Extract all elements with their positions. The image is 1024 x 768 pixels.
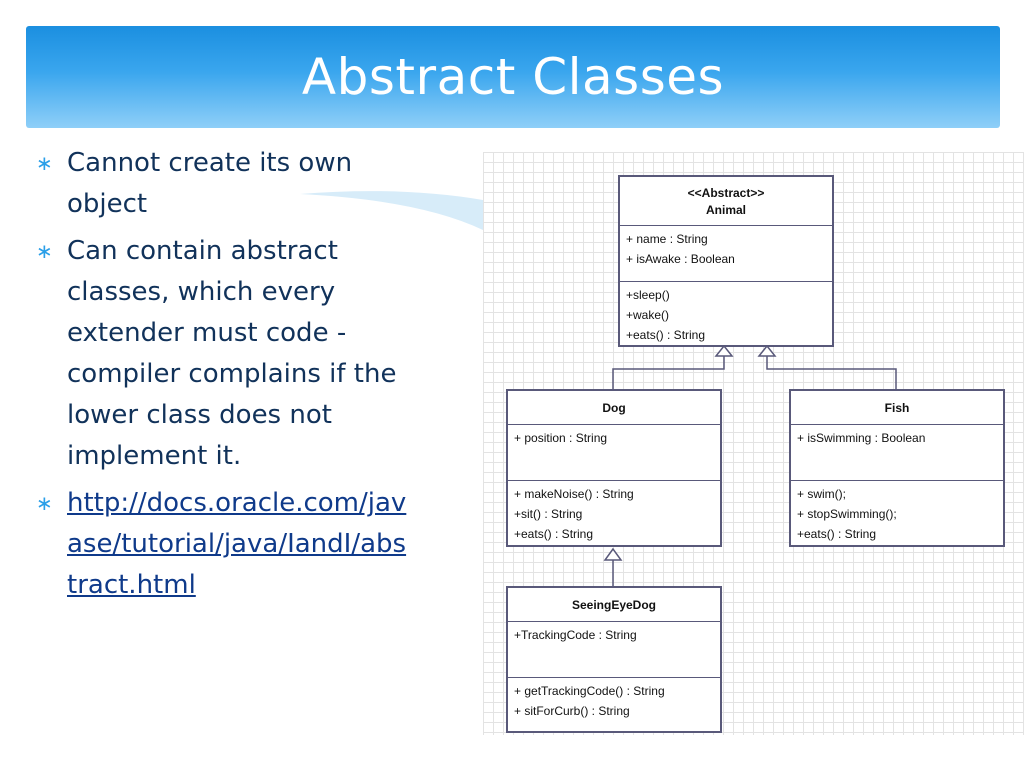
class-methods: + getTrackingCode() : String + sitForCur… [508,678,720,724]
class-methods: +sleep() +wake() +eats() : String [620,282,832,348]
class-name: Animal [705,202,746,217]
inheritance-connectors [603,344,897,587]
bullet-item: ∗ Cannot create its own object [34,143,414,225]
decorative-swoosh [300,191,483,230]
oracle-docs-link[interactable]: http://docs.oracle.com/javase/tutorial/j… [67,488,407,600]
method: +eats() : String [797,527,877,541]
class-attributes: + name : String + isAwake : Boolean [620,226,832,282]
uml-class-fish: Fish + isSwimming : Boolean + swim(); + … [789,389,1005,547]
asterisk-bullet-icon: ∗ [36,491,53,515]
bullet-text: Cannot create its own object [67,148,353,219]
class-name: SeeingEyeDog [571,597,657,612]
attribute: + name : String [626,232,708,246]
class-stereotype: <<Abstract>> [687,185,765,200]
attribute: +TrackingCode : String [514,628,637,642]
method: + makeNoise() : String [514,487,634,501]
class-header: Fish [791,391,1003,425]
method: +sleep() [626,288,670,302]
title-bar: Abstract Classes [26,26,1000,128]
bullet-item: ∗ Can contain abstract classes, which ev… [34,231,414,477]
inherit-arrow-icon [757,344,777,357]
method: + stopSwimming(); [797,507,897,521]
class-name: Dog [602,400,626,415]
class-methods: + makeNoise() : String +sit() : String +… [508,481,720,547]
class-methods: + swim(); + stopSwimming(); +eats() : St… [791,481,1003,547]
method: +wake() [626,308,670,322]
attribute: + isSwimming : Boolean [797,431,926,445]
slide-title: Abstract Classes [301,48,725,106]
uml-class-animal: <<Abstract>> Animal + name : String + is… [618,175,834,347]
method: +sit() : String [514,507,583,521]
method: +eats() : String [626,328,706,342]
method: + swim(); [797,487,846,501]
attribute: + position : String [514,431,608,445]
bullet-item: ∗ http://docs.oracle.com/javase/tutorial… [34,483,414,606]
inherit-arrow-icon [603,547,623,561]
class-header: <<Abstract>> Animal [620,177,832,226]
bullet-list: ∗ Cannot create its own object ∗ Can con… [34,143,414,612]
class-header: SeeingEyeDog [508,588,720,622]
class-name: Fish [884,400,910,415]
bullet-text: Can contain abstract classes, which ever… [67,236,397,471]
class-attributes: + isSwimming : Boolean [791,425,1003,481]
method: + sitForCurb() : String [514,704,630,718]
method: +eats() : String [514,527,594,541]
class-attributes: + position : String [508,425,720,481]
asterisk-bullet-icon: ∗ [36,151,53,175]
class-header: Dog [508,391,720,425]
class-attributes: +TrackingCode : String [508,622,720,678]
attribute: + isAwake : Boolean [626,252,735,266]
inherit-arrow-icon [714,344,734,357]
method: + getTrackingCode() : String [514,684,665,698]
uml-class-seeing-eye-dog: SeeingEyeDog +TrackingCode : String + ge… [506,586,722,733]
uml-class-diagram: <<Abstract>> Animal + name : String + is… [483,152,1024,735]
asterisk-bullet-icon: ∗ [36,239,53,263]
uml-class-dog: Dog + position : String + makeNoise() : … [506,389,722,547]
